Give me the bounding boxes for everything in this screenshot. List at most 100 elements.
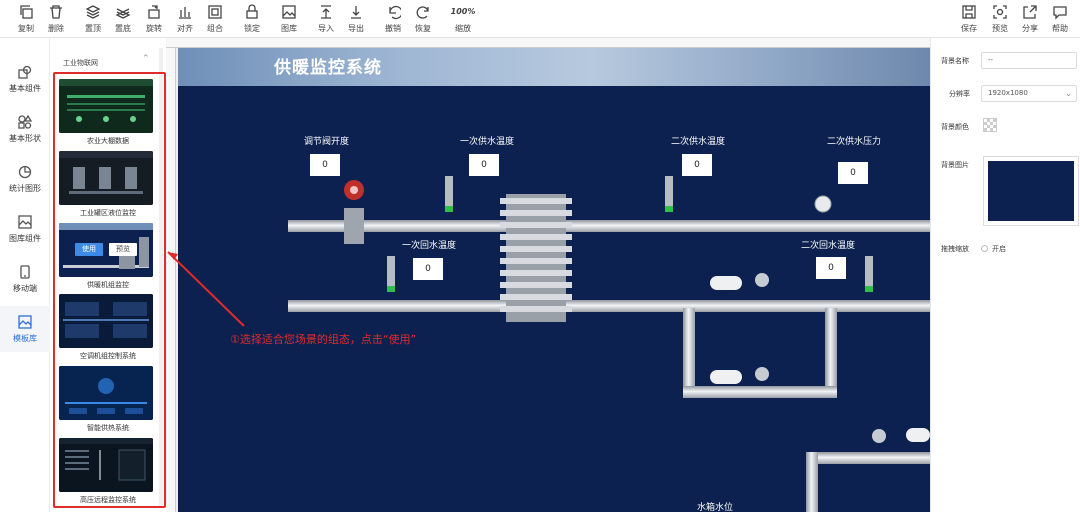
template-thumbnail: [59, 294, 153, 348]
control-valve: [344, 180, 364, 244]
share-label: 分享: [1022, 24, 1038, 33]
template-card-smart-heat[interactable]: [59, 366, 153, 420]
import-label: 导入: [318, 24, 334, 33]
nav-template-library-label: 模板库: [13, 333, 37, 343]
nav-template-library[interactable]: 模板库: [0, 306, 50, 352]
bg-name-input[interactable]: --: [981, 52, 1077, 69]
help-icon: [1053, 6, 1067, 20]
align-icon: [179, 7, 191, 19]
template-label-heating: 供暖机组监控: [87, 281, 129, 289]
undo-button[interactable]: 撤销: [376, 4, 410, 34]
pipe-diagram: [288, 176, 930, 512]
lock-icon: [246, 4, 258, 19]
bg-color-swatch[interactable]: [983, 118, 997, 132]
group-button[interactable]: 组合: [198, 4, 232, 34]
nav-mobile-label: 移动端: [13, 283, 37, 293]
canvas-title-bar: 供暖监控系统: [178, 48, 930, 86]
sensor-label-secondary-return-temp: 二次回水温度: [801, 241, 856, 251]
nav-gallery-component[interactable]: 图库组件: [0, 206, 50, 252]
nav-statistics-chart[interactable]: 统计图形: [0, 156, 50, 202]
nav-basic-component-label: 基本组件: [9, 83, 41, 93]
basic-shape-icon: [18, 114, 32, 129]
canvas-stage[interactable]: 供暖监控系统: [178, 48, 930, 512]
template-card-hv[interactable]: [59, 438, 153, 492]
bg-name-label: 背景名称: [941, 57, 969, 65]
tank-level-label: 水箱水位: [697, 503, 734, 512]
heat-exchanger: [500, 194, 572, 322]
undo-icon: [389, 5, 401, 20]
drag-zoom-toggle[interactable]: [981, 245, 988, 252]
resolution-select[interactable]: 1920x1080 ⌄: [981, 85, 1077, 102]
sensor-value-primary-supply-temp: 0: [469, 154, 499, 176]
import-icon: [321, 5, 331, 19]
bring-to-top-button[interactable]: 置顶: [76, 4, 110, 34]
template-card-heating[interactable]: 使用 预览: [59, 223, 153, 277]
template-label-hv: 高压远程监控系统: [80, 496, 136, 504]
redo-button[interactable]: 恢复: [406, 4, 440, 34]
align-button[interactable]: 对齐: [168, 4, 202, 34]
pressure-gauge: [814, 195, 832, 213]
zoom-value: 100%: [450, 7, 476, 16]
template-card-aircon[interactable]: [59, 294, 153, 348]
preview-button[interactable]: 预览: [983, 4, 1017, 34]
template-label-smart-heat: 智能供热系统: [87, 424, 129, 432]
template-thumbnail: [59, 151, 153, 205]
image-library-label: 图库: [281, 24, 297, 33]
bg-color-label: 背景颜色: [941, 123, 969, 131]
send-to-bottom-label: 置底: [115, 24, 131, 33]
sensor-value-secondary-supply-temp: 0: [682, 154, 712, 176]
share-button[interactable]: 分享: [1013, 4, 1047, 34]
resolution-value: 1920x1080: [988, 89, 1028, 97]
nav-basic-shape-label: 基本形状: [9, 133, 41, 143]
template-panel: 工业物联网 ⌃ 农业大棚数据 工业罐区液位监控: [50, 38, 166, 512]
toolbar: 复制 删除 置顶 置底 旋转 对齐 组合 锁定 图库 导入 导出 撤销: [0, 0, 1080, 38]
template-thumbnail: [59, 438, 153, 492]
template-label-aircon: 空调机组控制系统: [80, 352, 136, 360]
sensor-label-primary-return-temp: 一次回水温度: [402, 241, 457, 251]
export-label: 导出: [348, 24, 364, 33]
template-label-agri: 农业大棚数据: [87, 137, 129, 145]
sensor-label-secondary-supply-pressure: 二次供水压力: [827, 137, 882, 147]
send-to-bottom-button[interactable]: 置底: [106, 4, 140, 34]
save-button[interactable]: 保存: [952, 4, 986, 34]
rotate-button[interactable]: 旋转: [137, 4, 171, 34]
sensor-value-secondary-supply-pressure: 0: [838, 162, 868, 184]
bring-to-top-label: 置顶: [85, 24, 101, 33]
delete-icon: [50, 5, 62, 19]
chevron-up-icon[interactable]: ⌃: [142, 54, 150, 64]
canvas-area: 供暖监控系统: [166, 38, 930, 512]
ruler-top: [166, 38, 930, 48]
lock-button[interactable]: 锁定: [235, 4, 269, 34]
image-library-button[interactable]: 图库: [272, 4, 306, 34]
nav-gallery-component-label: 图库组件: [9, 233, 41, 243]
copy-button[interactable]: 复制: [9, 4, 43, 34]
sensor-value-valve-opening: 0: [310, 154, 340, 176]
zoom-control[interactable]: 100% 缩放: [446, 4, 480, 34]
preview-template-button[interactable]: 预览: [109, 243, 137, 256]
template-card-agri[interactable]: [59, 79, 153, 133]
redo-label: 恢复: [415, 24, 431, 33]
delete-button[interactable]: 删除: [39, 4, 73, 34]
export-button[interactable]: 导出: [339, 4, 373, 34]
sensor-label-valve-opening: 调节阀开度: [304, 137, 350, 147]
help-button[interactable]: 帮助: [1043, 4, 1077, 34]
nav-basic-shape[interactable]: 基本形状: [0, 106, 50, 152]
layer-bottom-icon: [115, 8, 131, 19]
template-thumbnail: [59, 223, 153, 277]
preview-label: 预览: [992, 24, 1008, 33]
canvas-title: 供暖监控系统: [274, 58, 382, 78]
use-template-button[interactable]: 使用: [75, 243, 103, 256]
basic-component-icon: [18, 65, 32, 79]
template-thumbnail: [59, 366, 153, 420]
bg-image-preview[interactable]: [983, 156, 1079, 226]
template-card-tank[interactable]: [59, 151, 153, 205]
left-nav: 基本组件 基本形状 统计图形 图库组件 移动端 模板库: [0, 38, 50, 512]
drag-zoom-label: 拖拽缩放: [941, 245, 969, 253]
mobile-icon: [20, 264, 30, 279]
import-button[interactable]: 导入: [309, 4, 343, 34]
template-scrollbar[interactable]: [159, 48, 163, 508]
nav-mobile[interactable]: 移动端: [0, 256, 50, 302]
template-category[interactable]: 工业物联网: [63, 59, 98, 67]
align-label: 对齐: [177, 24, 193, 33]
nav-basic-component[interactable]: 基本组件: [0, 56, 50, 102]
